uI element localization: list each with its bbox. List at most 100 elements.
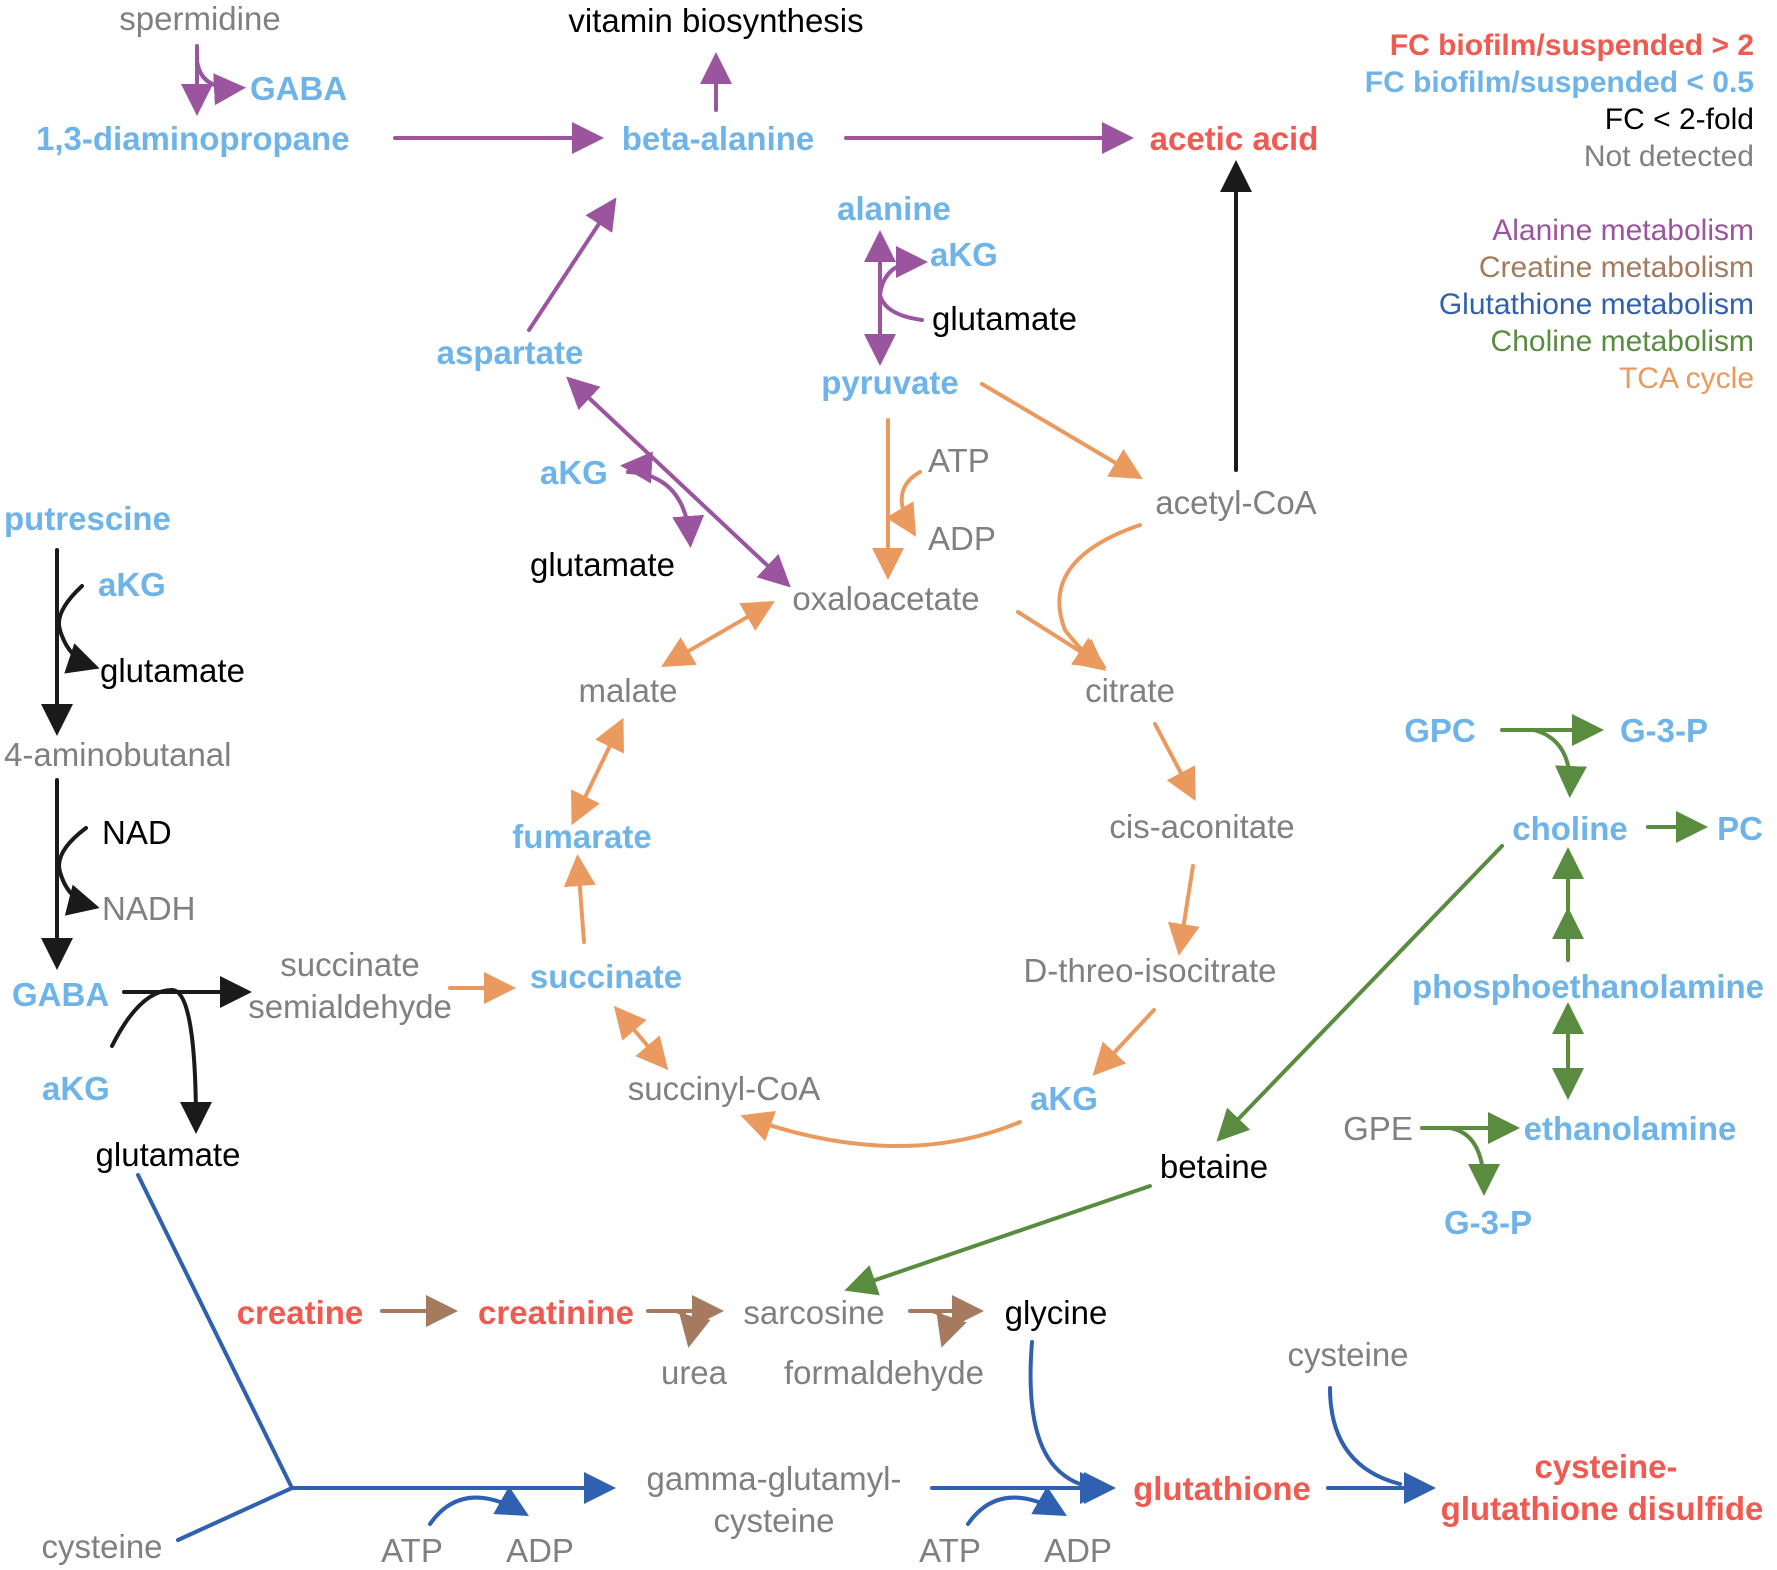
legend: FC biofilm/suspended > 2 FC biofilm/susp… [1365, 29, 1754, 395]
node-pyruvate: pyruvate [821, 364, 959, 401]
node-adp-2: ADP [1044, 1532, 1112, 1569]
tca-pathway-arrows [448, 382, 1200, 1149]
node-d-threo-isocitrate: D-threo-isocitrate [1023, 952, 1276, 989]
alanine-pathway-arrows [181, 44, 1134, 588]
legend-choline: Choline metabolism [1491, 325, 1754, 358]
arrow-succinate-fumarate [563, 854, 596, 944]
arrow-betaine-sarcosine [844, 1184, 1152, 1296]
arrow-aspartate-betaalanine [527, 197, 617, 332]
legend-creatine: Creatine metabolism [1479, 251, 1754, 284]
node-spermidine: spermidine [119, 0, 280, 37]
node-gaba: GABA [12, 976, 109, 1013]
arrow-glycine-glutathione [1028, 1340, 1112, 1504]
legend-down: FC biofilm/suspended < 0.5 [1365, 66, 1754, 99]
arrow-nad-nadh [57, 826, 100, 916]
node-gamma-glutamylcysteine-2: cysteine [713, 1502, 834, 1539]
node-4-aminobutanal: 4-aminobutanal [4, 736, 232, 773]
arrow-citrate-cisaconitate [1153, 722, 1196, 802]
node-creatinine: creatinine [478, 1294, 634, 1331]
line-glutamate-junction [136, 1173, 294, 1490]
node-glutamate-put: glutamate [100, 652, 245, 689]
arrow-sarcosine-formaldehyde [930, 1309, 967, 1348]
node-glutamate-asp: glutamate [530, 546, 675, 583]
arrow-atp-adp-pyr [885, 470, 922, 537]
arrow-isocitrate-akg [1092, 1008, 1156, 1076]
arrow-to-akg-asp [620, 451, 653, 484]
node-glycine: glycine [1005, 1294, 1108, 1331]
node-alanine: alanine [837, 190, 951, 227]
node-adp-1: ADP [506, 1532, 574, 1569]
line-cysteine-junction [176, 1486, 294, 1542]
node-cysteine-right: cysteine [1287, 1336, 1408, 1373]
arrow-gpe-g3p [1448, 1126, 1500, 1196]
arrow-akg-glutamate-put [57, 584, 100, 674]
arrow-atp-adp-2 [966, 1486, 1067, 1526]
node-nad: NAD [102, 814, 172, 851]
node-fumarate: fumarate [512, 818, 651, 855]
node-vitamin-biosynthesis: vitamin biosynthesis [568, 2, 863, 39]
arrow-glutamate-akg-ala [878, 246, 928, 297]
arrow-spermidine-gaba [195, 58, 246, 106]
node-ethanolamine: ethanolamine [1524, 1110, 1737, 1147]
arrow-akg-glutamate-gaba [110, 987, 212, 1134]
node-succinate: succinate [530, 958, 682, 995]
node-cysteine-left: cysteine [41, 1528, 162, 1565]
node-aspartate: aspartate [437, 334, 584, 371]
node-akg-ala: aKG [930, 236, 998, 273]
node-creatine: creatine [237, 1294, 364, 1331]
node-g3p-top: G-3-P [1620, 712, 1708, 749]
node-glutamate-gaba: glutamate [96, 1136, 241, 1173]
node-cysteine-glutathione-disulfide-1: cysteine- [1534, 1448, 1677, 1485]
legend-alanine: Alanine metabolism [1492, 214, 1754, 247]
node-pc: PC [1717, 810, 1763, 847]
legend-up: FC biofilm/suspended > 2 [1390, 29, 1754, 62]
arrow-choline-betaine [1216, 844, 1504, 1142]
glutathione-pathway-arrows [136, 1173, 1436, 1542]
arrow-fumarate-malate [571, 717, 624, 826]
arrow-oxaloacetate-citrate [1016, 610, 1107, 669]
node-sarcosine: sarcosine [743, 1294, 884, 1331]
node-succinate-semialdehyde-1: succinate [280, 946, 419, 983]
node-succinyl-coa: succinyl-CoA [628, 1070, 821, 1107]
arrow-gpc-choline [1532, 728, 1587, 798]
node-akg-gaba: aKG [42, 1070, 110, 1107]
arrow-succinylcoa-succinate [613, 1005, 669, 1071]
node-acetyl-coa: acetyl-CoA [1155, 484, 1316, 521]
legend-tca: TCA cycle [1619, 362, 1754, 395]
arrow-pyruvate-acetylcoa [980, 382, 1143, 480]
creatine-pathway-arrows [380, 1295, 984, 1348]
node-akg-put: aKG [98, 566, 166, 603]
node-malate: malate [578, 672, 677, 709]
node-putrescine: putrescine [4, 500, 171, 537]
node-glutathione: glutathione [1133, 1470, 1311, 1507]
node-cysteine-glutathione-disulfide-2: glutathione disulfide [1441, 1490, 1764, 1527]
legend-glutathione: Glutathione metabolism [1439, 288, 1754, 321]
node-gaba-top: GABA [250, 70, 347, 107]
arrow-akg-succinylcoa [740, 1110, 1022, 1149]
node-oxaloacetate: oxaloacetate [792, 580, 979, 617]
arrow-malate-oxaloacetate [661, 600, 775, 668]
node-diaminopropane: 1,3-diaminopropane [36, 120, 350, 157]
node-citrate: citrate [1085, 672, 1175, 709]
node-urea: urea [661, 1354, 728, 1391]
node-atp-2: ATP [919, 1532, 981, 1569]
arrow-aspartate-oxaloacetate [566, 376, 791, 588]
node-acetic-acid: acetic acid [1150, 120, 1319, 157]
node-glutamate-ala: glutamate [932, 300, 1077, 337]
node-cis-aconitate: cis-aconitate [1109, 808, 1294, 845]
curve-cysteine-disulfide [1328, 1386, 1402, 1486]
node-atp-pyr: ATP [928, 442, 990, 479]
node-gamma-glutamylcysteine-1: gamma-glutamyl- [647, 1460, 902, 1497]
node-betaine: betaine [1160, 1148, 1268, 1185]
legend-unchanged: FC < 2-fold [1605, 103, 1754, 136]
node-atp-1: ATP [381, 1532, 443, 1569]
curve-glutamate-ala [878, 293, 924, 322]
node-akg-tca: aKG [1030, 1080, 1098, 1117]
node-g3p-bottom: G-3-P [1444, 1204, 1532, 1241]
node-akg-asp: aKG [540, 454, 608, 491]
node-formaldehyde: formaldehyde [784, 1354, 984, 1391]
choline-pathway-arrows [844, 714, 1708, 1296]
node-gpc: GPC [1404, 712, 1476, 749]
